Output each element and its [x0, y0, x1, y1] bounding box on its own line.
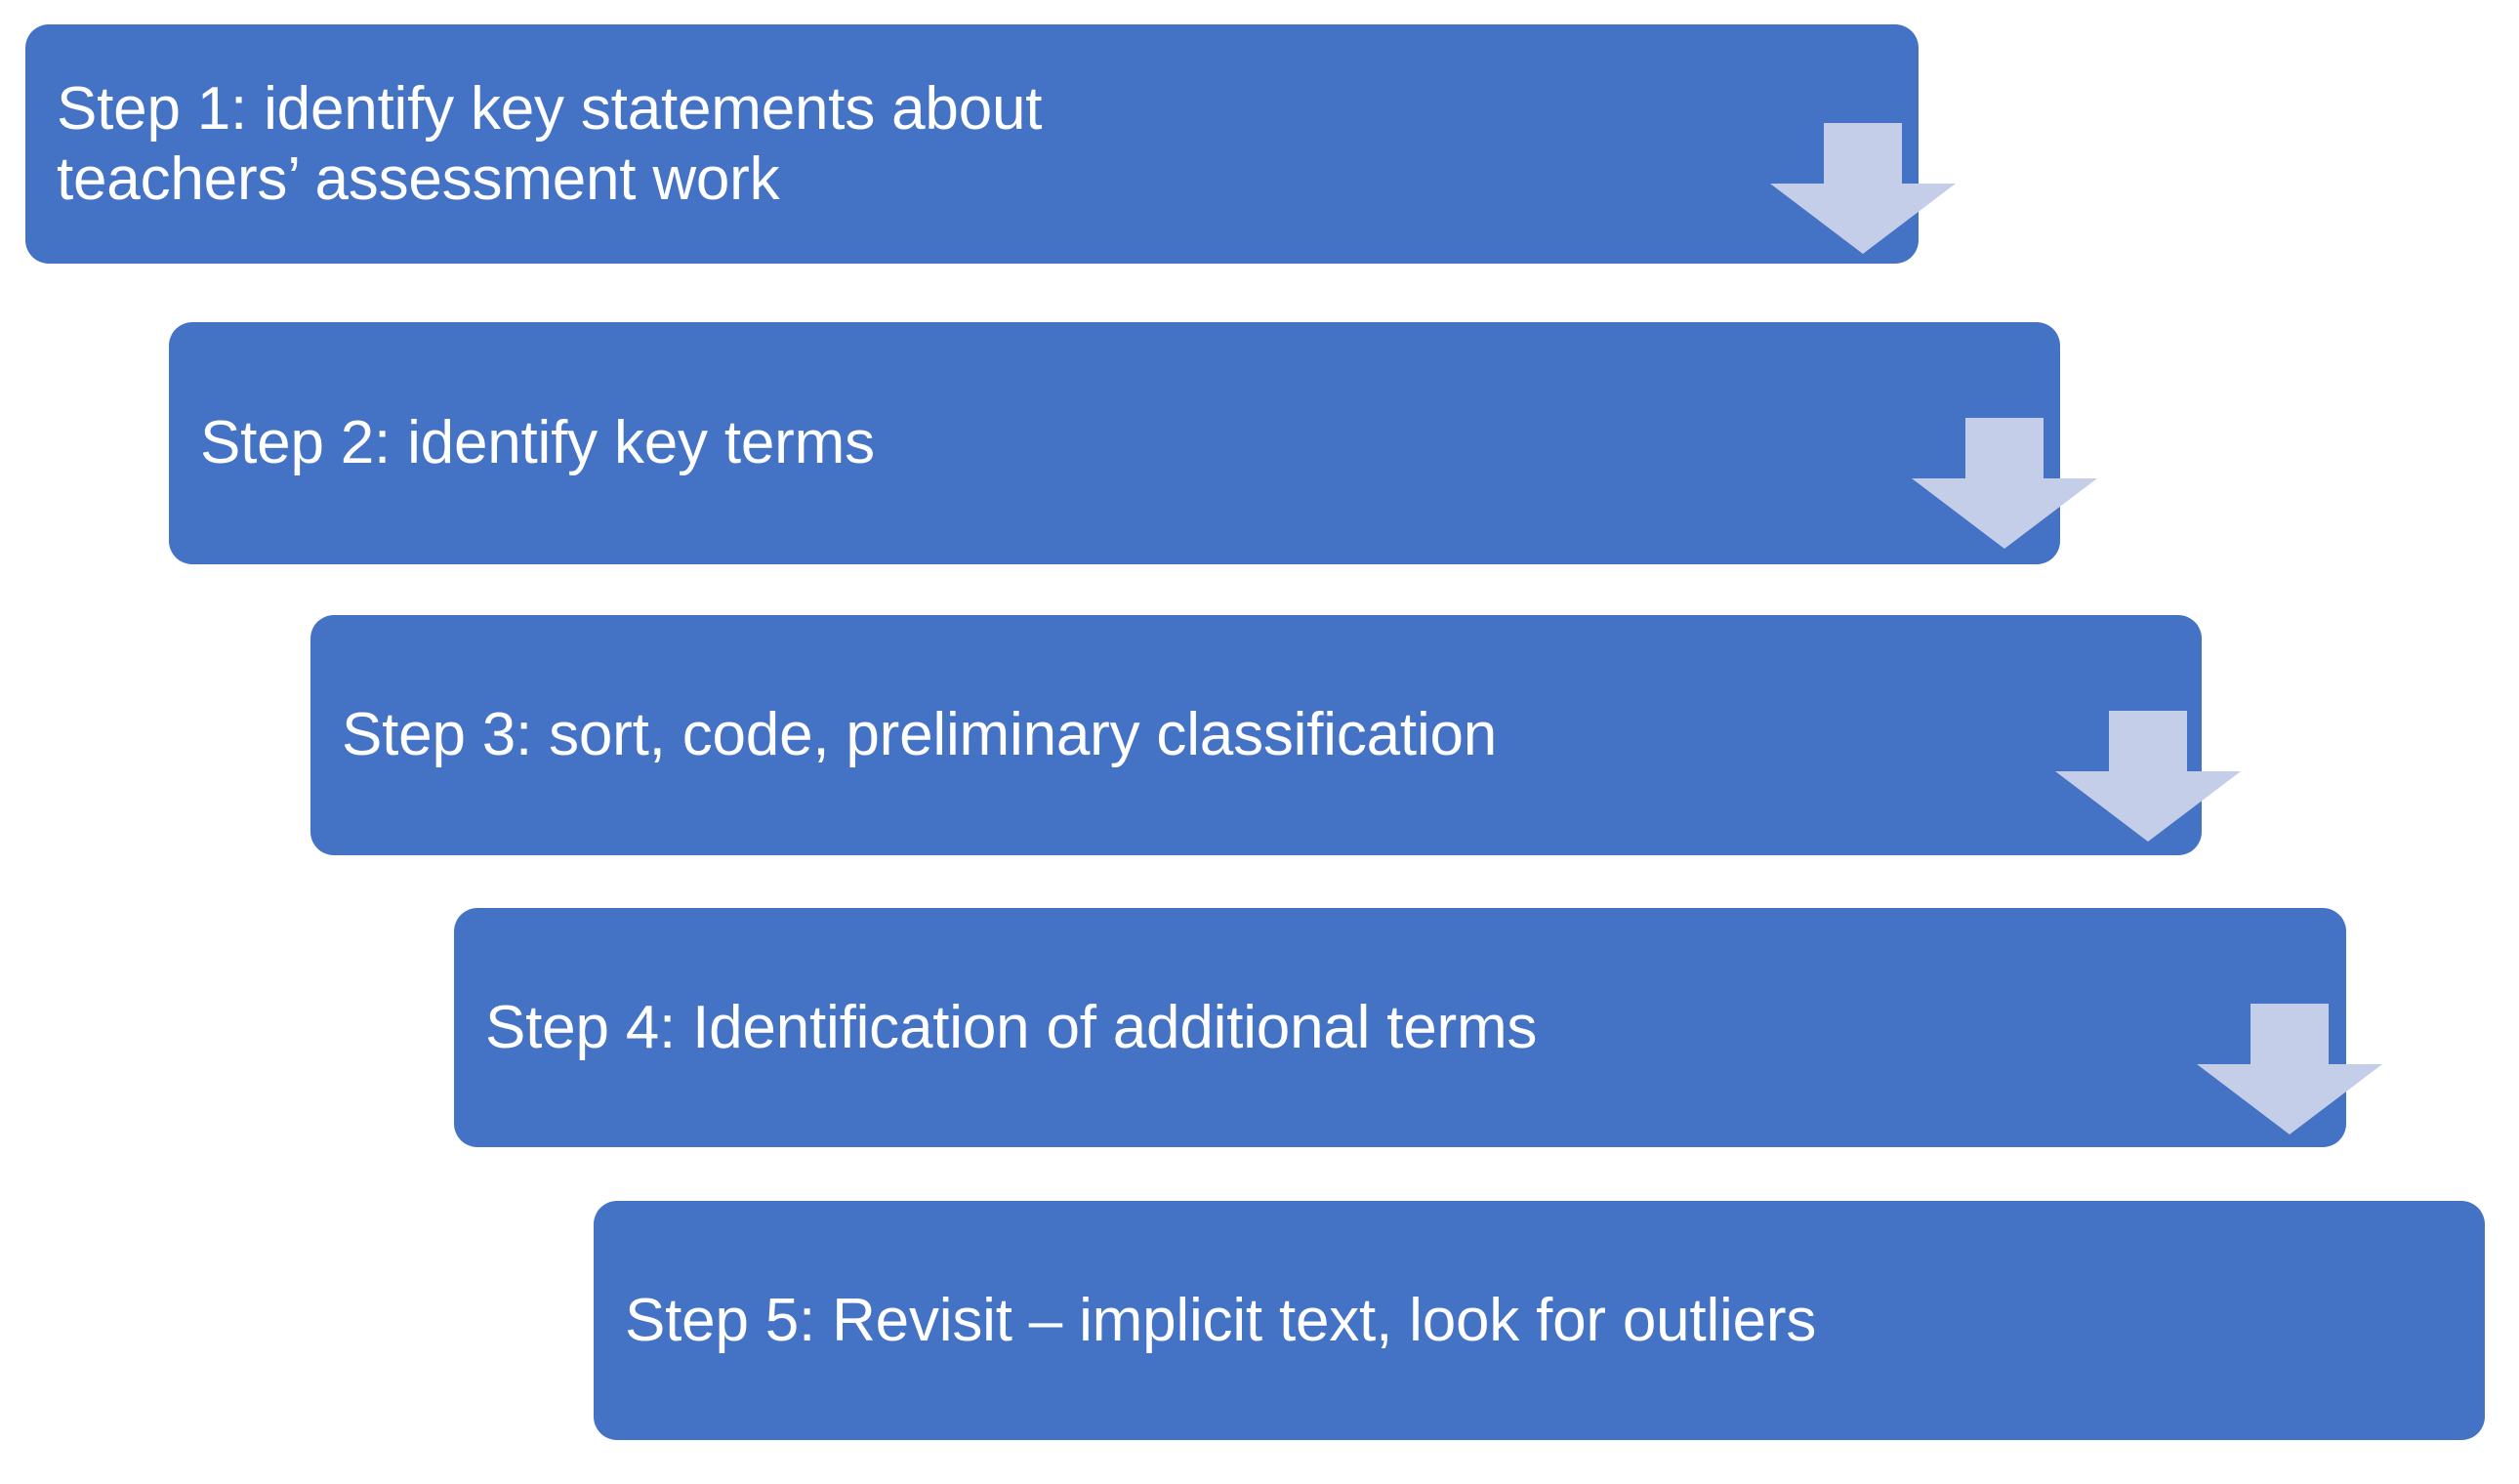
process-step-label: Step 3: sort, code, preliminary classifi…	[342, 701, 1498, 769]
process-step-label: Step 1: identify key statements about te…	[57, 74, 1043, 213]
process-step-label: Step 4: Identification of additional ter…	[485, 993, 1538, 1061]
process-step-box[interactable]: Step 1: identify key statements about te…	[25, 24, 1919, 264]
process-step-box[interactable]: Step 2: identify key terms	[169, 322, 2060, 564]
process-step-box[interactable]: Step 5: Revisit – implicit text, look fo…	[594, 1201, 2485, 1440]
process-step-label: Step 5: Revisit – implicit text, look fo…	[625, 1286, 1817, 1354]
process-step-label: Step 2: identify key terms	[200, 409, 875, 477]
process-step-box[interactable]: Step 4: Identification of additional ter…	[454, 908, 2346, 1147]
process-step-box[interactable]: Step 3: sort, code, preliminary classifi…	[310, 615, 2202, 855]
